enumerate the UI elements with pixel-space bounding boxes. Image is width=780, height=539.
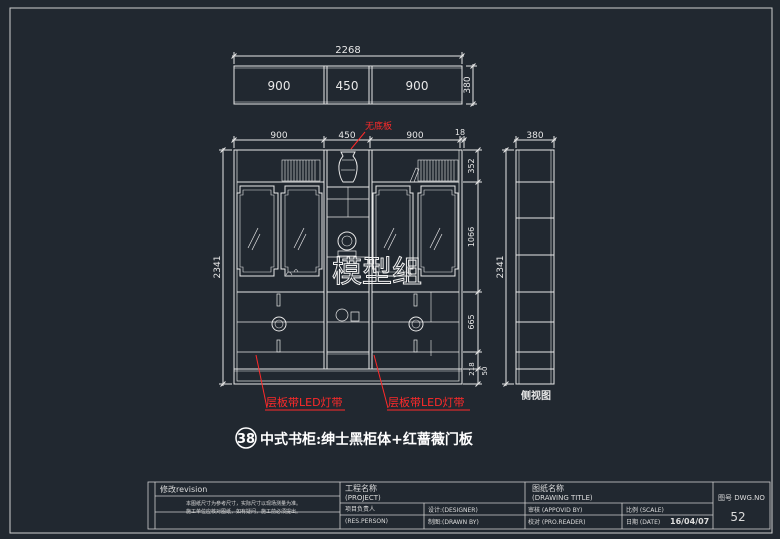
- title-block: [147, 481, 771, 530]
- date-label: 日期 (DATE): [626, 518, 660, 526]
- caption-number-circle: [235, 427, 257, 449]
- revision-note-1: 本图纸尺寸为参考尺寸，实际尺寸以现场测量为准。: [186, 500, 301, 507]
- front-height-top: 352: [467, 158, 476, 173]
- caption-number: 38: [237, 432, 255, 447]
- side-depth: 380: [526, 131, 543, 141]
- drawing-title-label: 图纸名称: [532, 483, 564, 493]
- watermark: 模型组: [332, 255, 422, 290]
- front-plinth-dim: 50: [481, 367, 489, 376]
- project-label-en: (PROJECT): [345, 494, 381, 502]
- revision-note-2: 施工单位应核对图纸，如有疑问，施工前必须提出。: [186, 508, 301, 515]
- top-seg-right: 900: [406, 79, 429, 93]
- side-total-height: 2341: [496, 256, 506, 279]
- front-width-right: 900: [406, 131, 423, 141]
- drawing-title-label-en: (DRAWING TITLE): [532, 494, 593, 502]
- led-note-right: 层板带LED灯带: [388, 395, 465, 409]
- top-seg-left: 900: [268, 79, 291, 93]
- side-view: [502, 136, 557, 387]
- front-height-lower: 665: [467, 314, 476, 329]
- top-view: [231, 52, 477, 107]
- revision-label: 修改revision: [160, 484, 207, 494]
- drawn-by-label: 制图:(DRAWN BY): [428, 518, 479, 526]
- dwg-number-label: 图号 DWG.NO: [718, 494, 765, 502]
- caption-title: 中式书柜:绅士黑柜体+红蔷薇门板: [260, 431, 474, 448]
- led-note-left: 层板带LED灯带: [266, 395, 343, 409]
- date-value: 16/04/07: [670, 517, 709, 526]
- project-label: 工程名称: [345, 483, 377, 493]
- front-view: [219, 136, 482, 387]
- checked-label: 校对 (PRO.READER): [528, 518, 585, 526]
- side-view-title: 侧视图: [521, 389, 551, 402]
- front-height-upper: 1066: [467, 227, 476, 247]
- front-width-mid: 450: [338, 131, 355, 141]
- top-total-width: 2268: [335, 45, 360, 56]
- dwg-number-value: 52: [730, 510, 745, 524]
- front-total-height: 2341: [213, 256, 223, 279]
- front-width-left: 900: [270, 131, 287, 141]
- scale-label: 比例 (SCALE): [626, 506, 664, 514]
- caption: 38 中式书柜:绅士黑柜体+红蔷薇门板: [235, 427, 474, 449]
- responsible-label-en: (RES.PERSON): [345, 518, 388, 525]
- front-width-panel: 18: [455, 128, 465, 137]
- designer-label: 设计:(DESIGNER): [428, 506, 478, 514]
- front-height-base: 218: [468, 362, 476, 375]
- top-seg-mid: 450: [336, 79, 359, 93]
- responsible-label: 项目负责人: [345, 505, 375, 513]
- no-bottom-board-note: 无底板: [365, 120, 392, 132]
- top-depth: 380: [463, 76, 473, 93]
- approved-label: 审核 (APPOVID BY): [528, 506, 582, 514]
- red-annotations: [255, 131, 470, 411]
- sheet-border: [9, 7, 773, 534]
